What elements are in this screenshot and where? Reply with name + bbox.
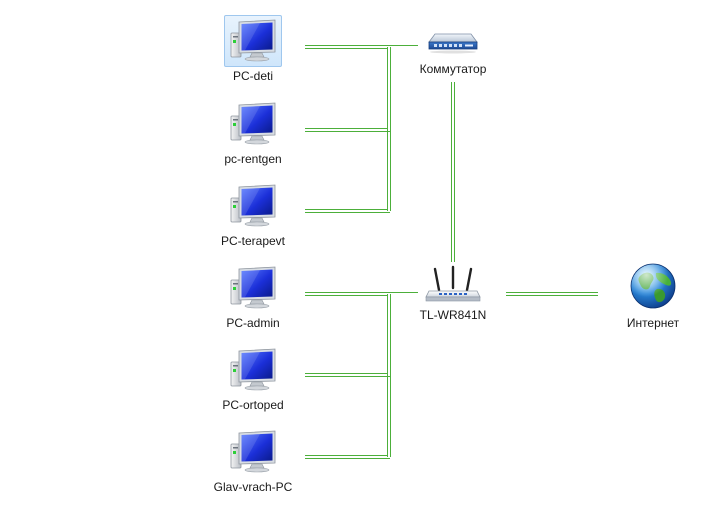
computer-node-pc-rentgen[interactable]: pc-rentgen xyxy=(193,98,313,166)
computer-label: PC-deti xyxy=(232,69,273,83)
wire-pc-ortoped xyxy=(305,373,390,377)
wire-router-internet xyxy=(506,292,598,296)
computer-icon xyxy=(224,15,282,67)
computer-node-pc-admin[interactable]: PC-admin xyxy=(193,262,313,330)
internet-label: Интернет xyxy=(626,316,680,330)
computer-node-pc-deti[interactable]: PC-deti xyxy=(193,15,313,83)
computer-label: PC-terapevt xyxy=(220,234,286,248)
computer-icon xyxy=(224,426,282,478)
computer-label: Glav-vrach-PC xyxy=(213,480,293,494)
globe-icon xyxy=(629,262,677,310)
computer-node-glav-vrach-pc[interactable]: Glav-vrach-PC xyxy=(193,426,313,494)
computer-node-pc-ortoped[interactable]: PC-ortoped xyxy=(193,344,313,412)
wire-pc-admin xyxy=(305,292,418,296)
computer-label: pc-rentgen xyxy=(224,152,282,166)
computer-icon xyxy=(224,344,282,396)
computer-icon xyxy=(224,98,282,150)
computer-icon xyxy=(224,262,282,314)
wire-upper-trunk xyxy=(387,47,391,211)
computer-icon xyxy=(224,180,282,232)
network-switch-icon xyxy=(425,26,481,60)
computer-label: PC-ortoped xyxy=(222,398,284,412)
wire-lower-trunk xyxy=(387,294,391,457)
wire-pc-terapevt xyxy=(305,209,390,213)
wire-glav-vrach xyxy=(305,455,390,459)
wire-pc-rentgen xyxy=(305,128,390,132)
computer-node-pc-terapevt[interactable]: PC-terapevt xyxy=(193,180,313,248)
wireless-router-icon xyxy=(423,264,483,304)
router-node[interactable]: TL-WR841N xyxy=(393,264,513,322)
internet-node[interactable]: Интернет xyxy=(593,262,709,330)
computer-label: PC-admin xyxy=(226,316,280,330)
router-label: TL-WR841N xyxy=(419,308,487,322)
switch-label: Коммутатор xyxy=(419,62,487,76)
wire-switch-router xyxy=(451,82,455,262)
wire-pc-deti xyxy=(305,45,418,49)
switch-node[interactable]: Коммутатор xyxy=(393,26,513,76)
